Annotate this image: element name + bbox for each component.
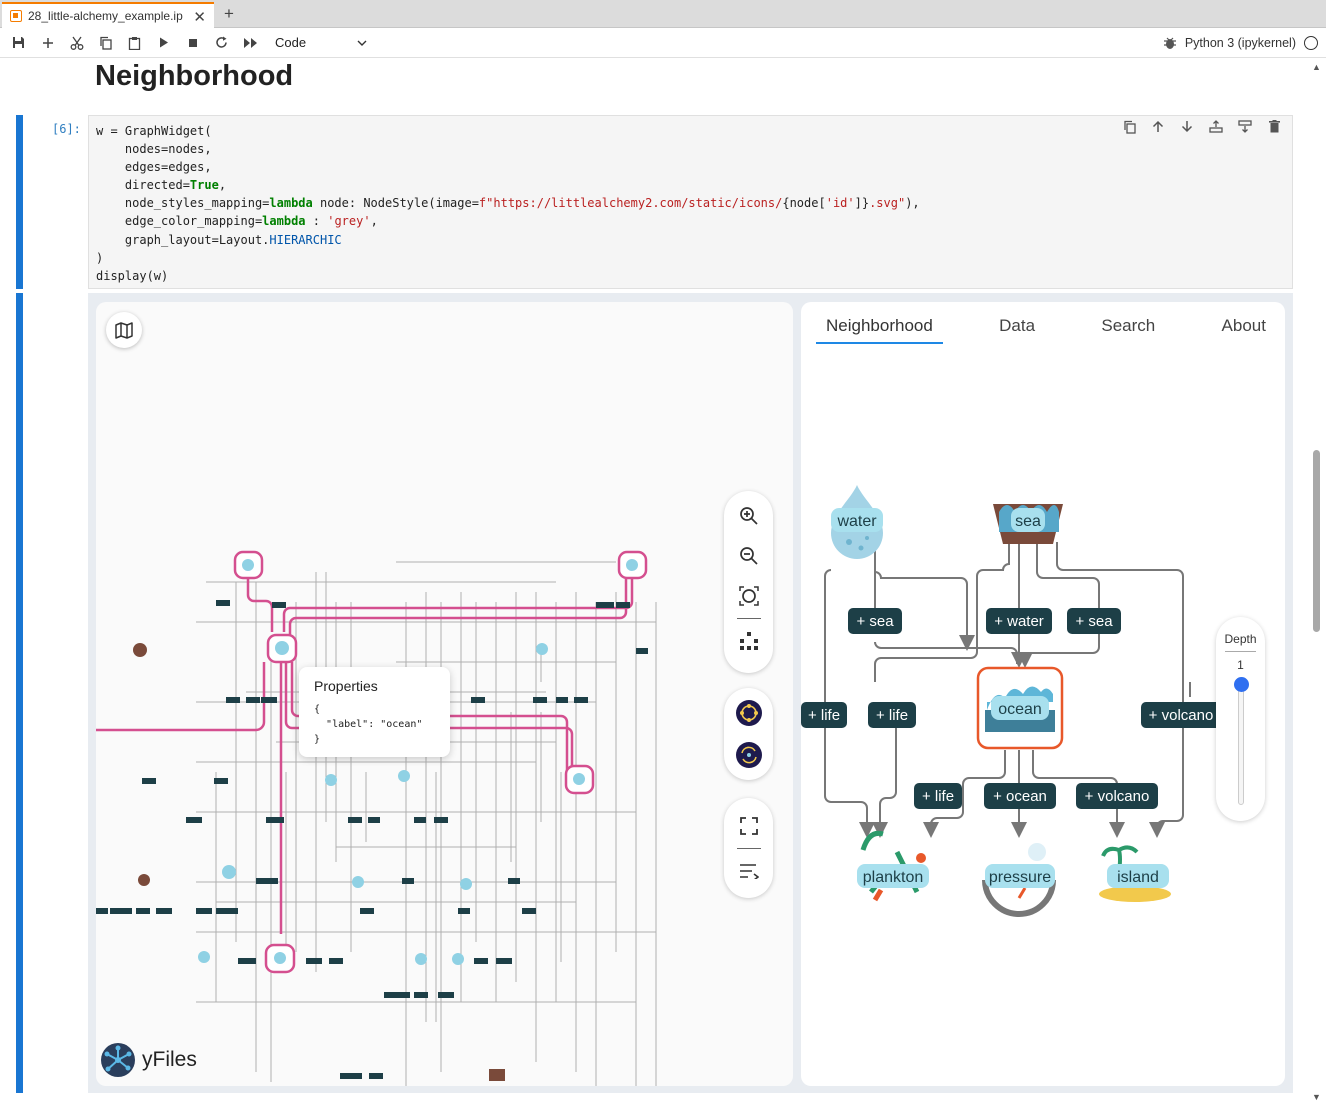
node-label-sea: sea xyxy=(1015,513,1041,530)
notebook-icon xyxy=(10,10,22,22)
depth-slider-handle[interactable] xyxy=(1234,677,1249,692)
properties-tooltip: Properties { "label": "ocean" } xyxy=(299,667,450,757)
cell-toolbar xyxy=(1119,120,1284,137)
depth-slider-track[interactable] xyxy=(1238,681,1244,805)
browser-tab-bar: 28_little-alchemy_example.ip ✕ + xyxy=(0,0,1326,28)
notebook-scrollbar[interactable]: ▲ ▼ xyxy=(1310,60,1324,1102)
toggle-sidebar-icon[interactable] xyxy=(729,851,769,891)
edge-label-volcano-2: + volcano xyxy=(1085,788,1150,805)
cut-icon[interactable] xyxy=(62,28,91,58)
side-panel: Neighborhood Data Search About xyxy=(801,302,1285,1086)
cell-type-select[interactable]: Code xyxy=(275,32,367,54)
stop-icon[interactable] xyxy=(178,28,207,58)
notebook-tab-title: 28_little-alchemy_example.ip xyxy=(28,9,183,23)
scroll-down-icon[interactable]: ▼ xyxy=(1312,1092,1321,1102)
node-label-island: island xyxy=(1117,869,1159,886)
properties-json: { "label": "ocean" } xyxy=(314,702,435,747)
node-water[interactable] xyxy=(831,485,883,559)
side-panel-tabs: Neighborhood Data Search About xyxy=(816,316,1276,344)
yfiles-logo-icon xyxy=(101,1043,135,1077)
cell-collapser[interactable] xyxy=(16,115,23,289)
zoom-controls xyxy=(724,491,773,673)
output-collapser[interactable] xyxy=(16,293,23,1093)
control-divider xyxy=(736,847,761,849)
add-cell-icon[interactable] xyxy=(33,28,62,58)
node-pressure[interactable] xyxy=(982,843,1056,917)
chevron-down-icon xyxy=(357,40,367,46)
graph-canvas[interactable] xyxy=(96,302,793,1086)
node-label-pressure: pressure xyxy=(989,869,1051,886)
zoom-in-icon[interactable] xyxy=(729,496,769,536)
overview-map-button[interactable] xyxy=(106,312,142,348)
depth-label: Depth xyxy=(1224,632,1257,646)
node-sea[interactable] xyxy=(993,504,1063,544)
layout-hierarchic-icon[interactable] xyxy=(729,621,769,661)
properties-close: } xyxy=(314,734,321,745)
notebook-tab[interactable]: 28_little-alchemy_example.ip ✕ xyxy=(2,2,214,28)
tab-search[interactable]: Search xyxy=(1101,316,1156,335)
edge-label-water: + water xyxy=(994,613,1044,630)
depth-underline xyxy=(1225,651,1256,652)
fit-content-icon[interactable] xyxy=(729,576,769,616)
scrollbar-thumb[interactable] xyxy=(1313,450,1320,632)
edge-label-sea-2: + sea xyxy=(1075,613,1113,630)
new-tab-button[interactable]: + xyxy=(224,4,234,23)
edge-label-life-1: + life xyxy=(808,707,840,724)
insert-below-icon[interactable] xyxy=(1235,120,1255,137)
edge-label-life-2: + life xyxy=(876,707,908,724)
copy-icon[interactable] xyxy=(91,28,120,58)
edge-label-life-3: + life xyxy=(922,788,954,805)
fullscreen-icon[interactable] xyxy=(729,806,769,846)
move-up-icon[interactable] xyxy=(1148,120,1168,137)
node-ocean[interactable] xyxy=(976,666,1064,750)
debugger-icon[interactable] xyxy=(1163,36,1177,50)
depth-value: 1 xyxy=(1237,658,1244,672)
notebook-toolbar: Code Python 3 (ipykernel) xyxy=(0,28,1326,58)
tab-data[interactable]: Data xyxy=(999,316,1036,335)
map-icon xyxy=(115,321,133,339)
kernel-status[interactable]: Python 3 (ipykernel) xyxy=(1163,28,1318,58)
kernel-name: Python 3 (ipykernel) xyxy=(1184,36,1296,50)
collapse-neighborhood-icon[interactable] xyxy=(729,735,769,775)
run-icon[interactable] xyxy=(149,28,178,58)
move-down-icon[interactable] xyxy=(1177,120,1197,137)
depth-control: Depth 1 xyxy=(1216,617,1265,821)
insert-above-icon[interactable] xyxy=(1206,120,1226,137)
node-island[interactable] xyxy=(1099,845,1171,902)
yfiles-brand: yFiles xyxy=(100,1042,197,1078)
run-all-icon[interactable] xyxy=(236,28,265,58)
properties-title: Properties xyxy=(314,678,378,694)
expand-neighborhood-icon[interactable] xyxy=(729,693,769,733)
yfiles-text: yFiles xyxy=(142,1048,197,1071)
node-label-ocean: ocean xyxy=(998,701,1042,718)
close-tab-icon[interactable]: ✕ xyxy=(193,9,206,26)
tab-neighborhood[interactable]: Neighborhood xyxy=(816,316,943,344)
tab-about[interactable]: About xyxy=(1221,316,1266,335)
edge-label-sea-1: + sea xyxy=(856,613,894,630)
node-label-water: water xyxy=(836,513,877,530)
edge-label-volcano-1: + volcano xyxy=(1149,707,1214,724)
node-plankton[interactable] xyxy=(857,830,929,902)
paste-icon[interactable] xyxy=(120,28,149,58)
overview-edge-labels xyxy=(96,600,648,1079)
selection-controls xyxy=(724,688,773,780)
delete-icon[interactable] xyxy=(1264,120,1284,137)
kernel-idle-icon xyxy=(1304,36,1318,50)
restart-icon[interactable] xyxy=(207,28,236,58)
properties-open: { xyxy=(314,704,321,715)
execution-prompt: [6]: xyxy=(52,122,81,136)
edge-label-ocean: + ocean xyxy=(993,788,1047,805)
view-controls xyxy=(724,798,773,898)
duplicate-icon[interactable] xyxy=(1119,120,1139,137)
scroll-up-icon[interactable]: ▲ xyxy=(1312,62,1321,72)
code-editor[interactable]: w = GraphWidget( nodes=nodes, edges=edge… xyxy=(88,115,1293,289)
properties-label-line: "label": "ocean" xyxy=(326,719,423,730)
markdown-heading: Neighborhood xyxy=(95,60,294,92)
cell-type-value: Code xyxy=(275,35,307,50)
node-label-plankton: plankton xyxy=(863,869,924,886)
control-divider xyxy=(736,618,761,619)
zoom-out-icon[interactable] xyxy=(729,536,769,576)
save-icon[interactable] xyxy=(4,28,33,58)
neighborhood-graph[interactable]: water sea ocean plankton pressure island… xyxy=(801,302,1285,1086)
